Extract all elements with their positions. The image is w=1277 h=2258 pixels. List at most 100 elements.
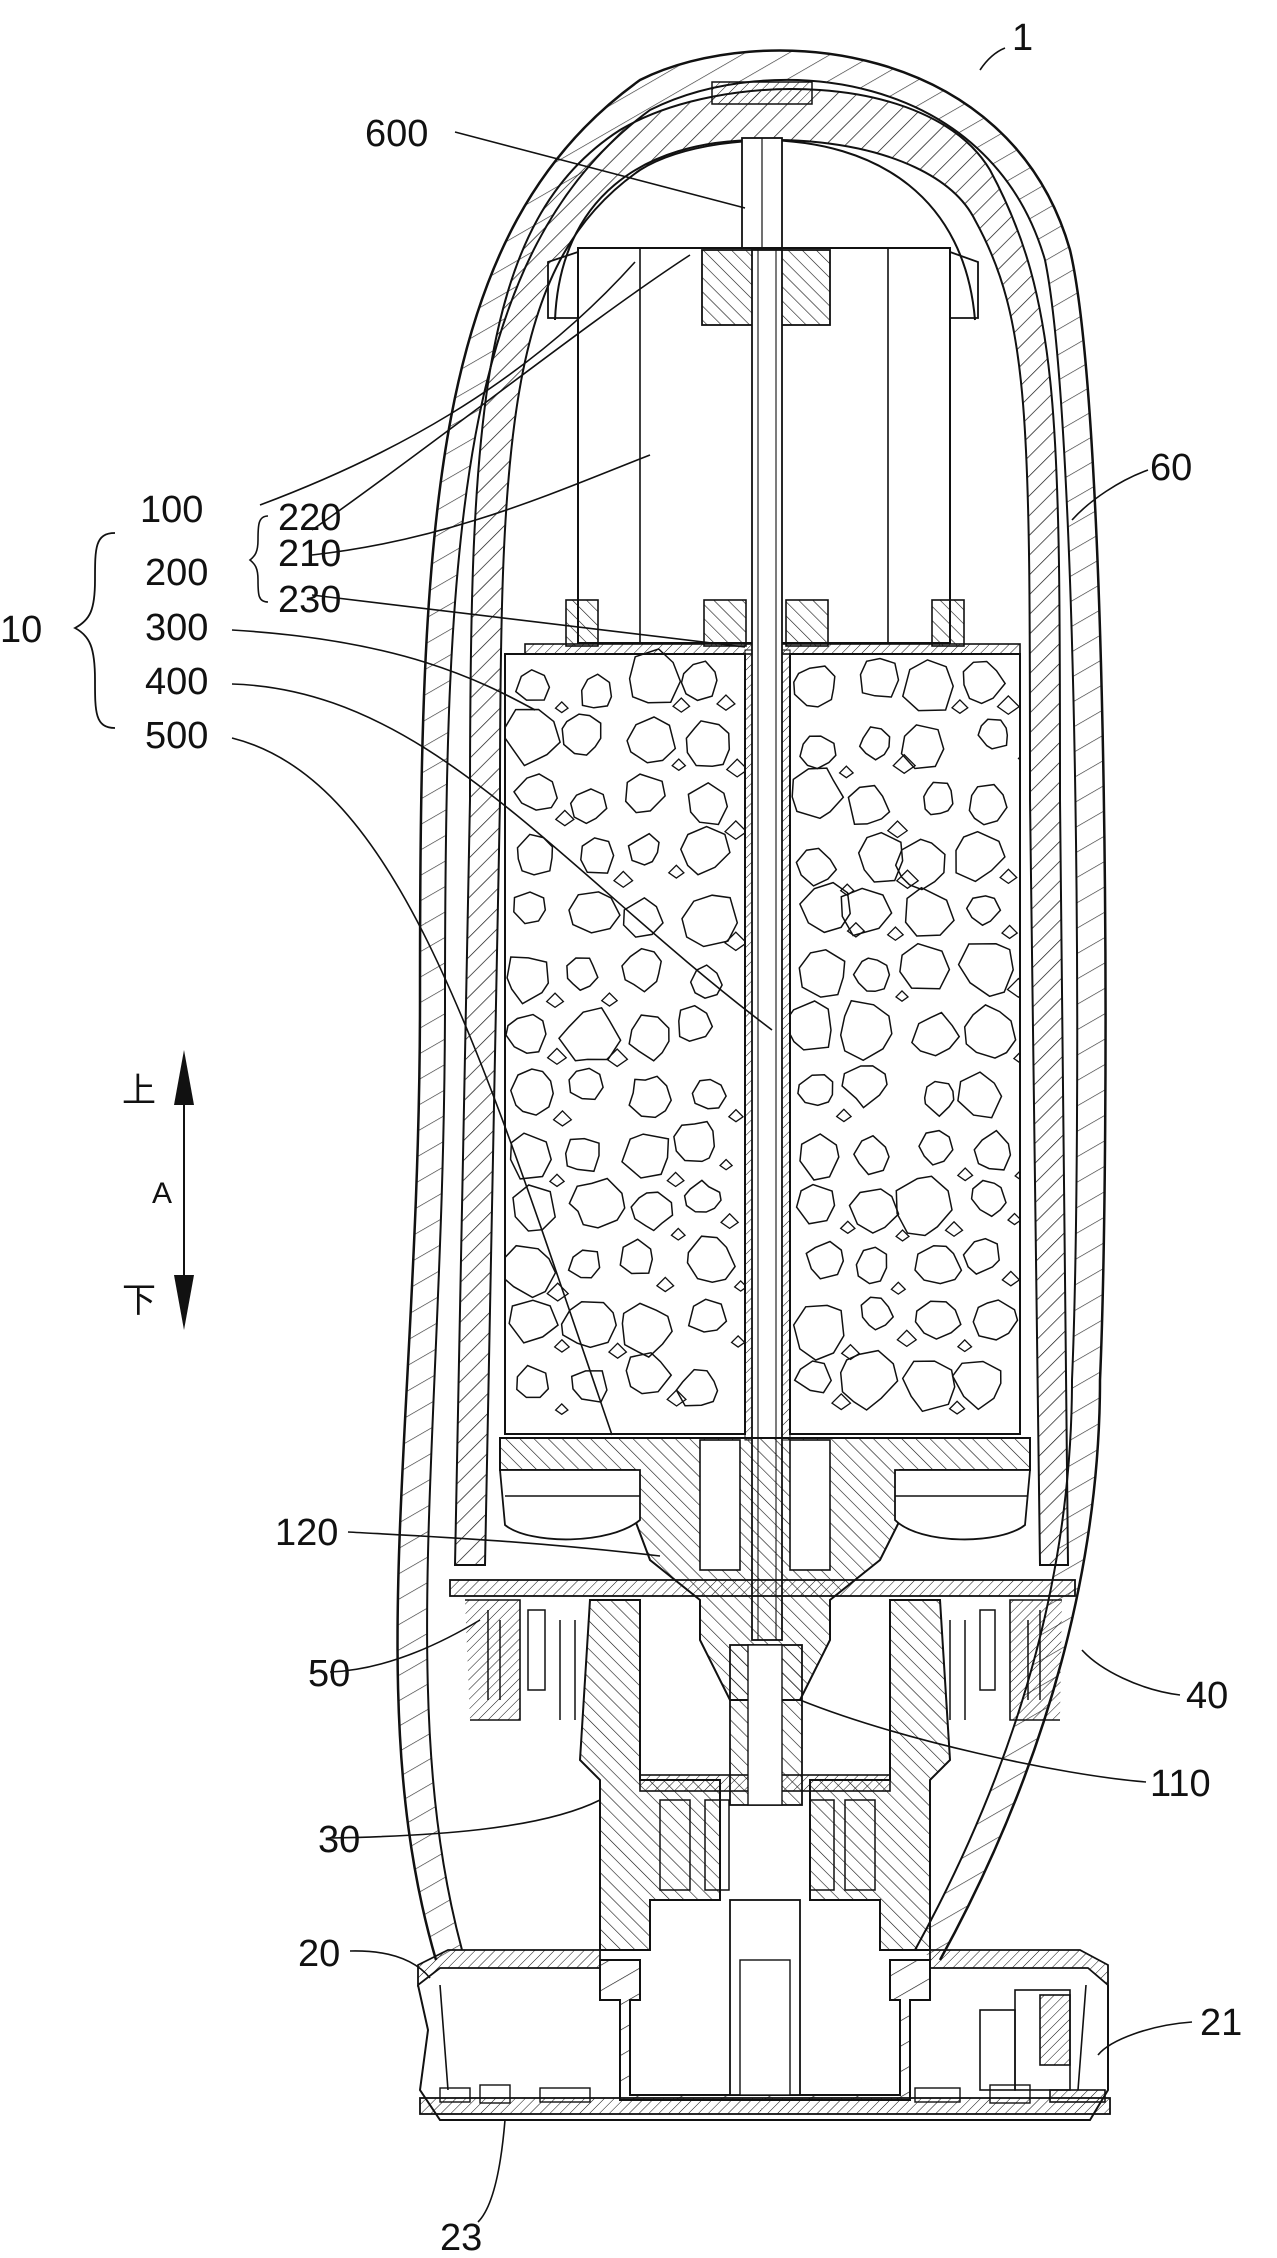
granule-small (1012, 1051, 1020, 1064)
plate-50-40 (449, 1579, 1076, 1597)
granule (506, 956, 550, 1005)
granule (558, 1006, 622, 1062)
granule (860, 1296, 895, 1331)
granule-small (839, 1220, 856, 1235)
granule (918, 1129, 954, 1166)
granule (560, 1301, 617, 1349)
granule-small (950, 699, 969, 715)
granule-small (554, 700, 570, 714)
central-tube-400 (751, 249, 783, 1641)
granule-small (546, 1047, 568, 1066)
brace-200 (248, 515, 269, 603)
granule-small (956, 1339, 973, 1353)
granule (561, 713, 602, 756)
granule (799, 735, 837, 770)
stand-center-plug (599, 1959, 931, 2101)
granule (685, 720, 731, 768)
granule (513, 773, 559, 811)
granule-small (840, 1343, 861, 1361)
granule-small (733, 1279, 745, 1292)
granule-small (670, 1227, 687, 1241)
granule (965, 895, 1002, 927)
label-220: 220 (278, 497, 341, 539)
granule-small (553, 1338, 571, 1353)
granule (973, 1129, 1012, 1171)
granule-small (894, 990, 910, 1002)
granule (799, 881, 851, 934)
granule (516, 1364, 550, 1399)
media-column-right (789, 653, 1021, 1435)
granule (895, 1175, 953, 1237)
granule (795, 847, 838, 887)
label-230: 230 (278, 579, 341, 621)
granule (858, 726, 891, 761)
granule (624, 773, 666, 814)
granule (687, 782, 729, 826)
granule (689, 964, 723, 1000)
granule (512, 1184, 557, 1232)
granule (904, 886, 955, 937)
granule-small (719, 1158, 734, 1171)
granule (580, 673, 613, 709)
label-23: 23 (440, 2217, 482, 2253)
granule (962, 660, 1007, 705)
granule (505, 1013, 547, 1054)
granule (505, 1244, 557, 1299)
media-column-left (504, 653, 746, 1435)
granule (580, 837, 615, 874)
granule-small (666, 1171, 685, 1188)
granule (627, 832, 660, 866)
granule (853, 1134, 890, 1176)
granule-small (999, 868, 1018, 885)
granule (568, 1067, 604, 1101)
granule-small (886, 820, 909, 839)
vessel-top-cap (711, 81, 813, 105)
brace-10 (73, 532, 116, 729)
granule (568, 891, 621, 934)
granule-small (996, 694, 1020, 716)
granule (857, 831, 904, 883)
granule-small (600, 992, 619, 1007)
granule (805, 1240, 845, 1280)
label-110: 110 (1150, 1763, 1211, 1805)
stand-body (417, 1984, 1109, 2121)
granule-small (545, 992, 565, 1009)
label-500: 500 (145, 715, 208, 757)
granule (894, 838, 946, 891)
label-60: 60 (1150, 447, 1192, 489)
granule-small (548, 1173, 566, 1188)
granule (569, 788, 608, 825)
granule (855, 1246, 888, 1285)
granule (568, 1177, 626, 1229)
granule-small (720, 1212, 740, 1230)
granule (972, 1299, 1019, 1341)
granule (847, 784, 891, 825)
granule (793, 1360, 833, 1394)
granule (621, 1302, 673, 1359)
granule-small (607, 1342, 628, 1359)
granule-small (890, 1281, 907, 1295)
granule (630, 1191, 674, 1232)
granule-small (839, 883, 855, 897)
granule-small (895, 1229, 910, 1242)
label-600: 600 (365, 113, 428, 155)
granule (505, 708, 561, 767)
granule-small (667, 864, 685, 879)
granule-small (886, 926, 905, 942)
granule (622, 897, 664, 938)
granule-small (1006, 977, 1020, 998)
granule (799, 1133, 840, 1181)
label-21: 21 (1200, 2002, 1242, 2044)
granule-small (895, 869, 920, 890)
granule (962, 1237, 1000, 1275)
granule (963, 1004, 1017, 1059)
granule (951, 1360, 1002, 1411)
granule (621, 1133, 670, 1179)
granule (628, 1014, 670, 1062)
granule-small (948, 1400, 966, 1415)
label-400: 400 (145, 661, 208, 703)
granule-small (655, 1276, 675, 1293)
granule-small (554, 1402, 569, 1416)
body-30 (578, 1599, 721, 1951)
